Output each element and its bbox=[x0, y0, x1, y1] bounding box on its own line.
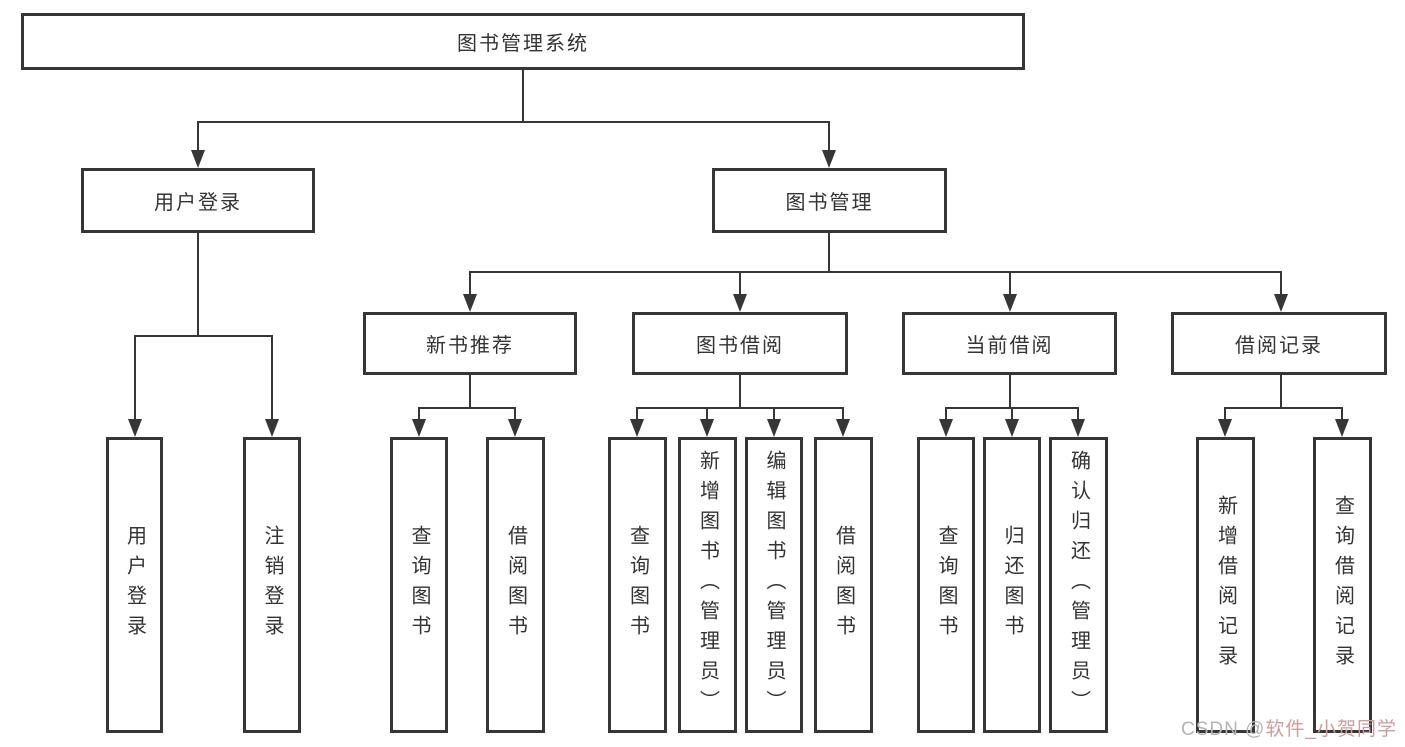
node-current-borrow: 当前借阅 bbox=[902, 312, 1117, 375]
watermark: CSDN @软件_小贺同学 bbox=[1181, 714, 1397, 741]
watermark-name: 软件_小贺同学 bbox=[1265, 719, 1397, 740]
leaf-borrow-query-books: 查询图书 bbox=[608, 437, 667, 733]
connector-paths bbox=[134, 70, 1343, 421]
leaf-label: 确认归还（管理员） bbox=[1067, 450, 1090, 720]
leaf-label: 编辑图书（管理员） bbox=[763, 450, 785, 720]
leaf-label: 新增图书（管理员） bbox=[696, 450, 719, 720]
leaf-current-query-books: 查询图书 bbox=[917, 437, 975, 733]
leaf-borrow-add-books-admin: 新增图书（管理员） bbox=[678, 437, 737, 733]
leaf-records-add-record: 新增借阅记录 bbox=[1196, 437, 1255, 733]
leaf-label: 查询图书 bbox=[935, 525, 957, 645]
leaf-current-return-books: 归还图书 bbox=[983, 437, 1041, 733]
leaf-label: 用户登录 bbox=[123, 525, 146, 645]
leaf-logout: 注销登录 bbox=[243, 437, 301, 733]
node-user-login-branch: 用户登录 bbox=[81, 168, 315, 233]
node-borrow-records: 借阅记录 bbox=[1171, 312, 1387, 375]
leaf-current-confirm-return-admin: 确认归还（管理员） bbox=[1049, 437, 1108, 733]
node-book-management-branch: 图书管理 bbox=[712, 168, 947, 233]
node-library-management-system: 图书管理系统 bbox=[21, 13, 1025, 70]
leaf-label: 查询图书 bbox=[408, 525, 430, 645]
node-new-book-recommend: 新书推荐 bbox=[363, 312, 577, 375]
arrowheads bbox=[128, 150, 1349, 437]
leaf-label: 注销登录 bbox=[261, 525, 283, 645]
leaf-label: 查询图书 bbox=[626, 525, 649, 645]
leaf-label: 归还图书 bbox=[1001, 525, 1023, 645]
leaf-borrow-edit-books-admin: 编辑图书（管理员） bbox=[745, 437, 803, 733]
leaf-user-login: 用户登录 bbox=[106, 437, 163, 733]
leaf-recommend-borrow-books: 借阅图书 bbox=[486, 437, 545, 733]
leaf-label: 查询借阅记录 bbox=[1331, 495, 1354, 675]
leaf-borrow-borrow-books: 借阅图书 bbox=[814, 437, 873, 733]
leaf-label: 新增借阅记录 bbox=[1214, 495, 1237, 675]
watermark-prefix: CSDN @ bbox=[1181, 719, 1266, 740]
leaf-recommend-query-books: 查询图书 bbox=[390, 437, 448, 733]
node-book-borrow: 图书借阅 bbox=[632, 312, 848, 375]
leaf-label: 借阅图书 bbox=[832, 525, 855, 645]
leaf-records-query-record: 查询借阅记录 bbox=[1313, 437, 1372, 733]
leaf-label: 借阅图书 bbox=[504, 525, 527, 645]
